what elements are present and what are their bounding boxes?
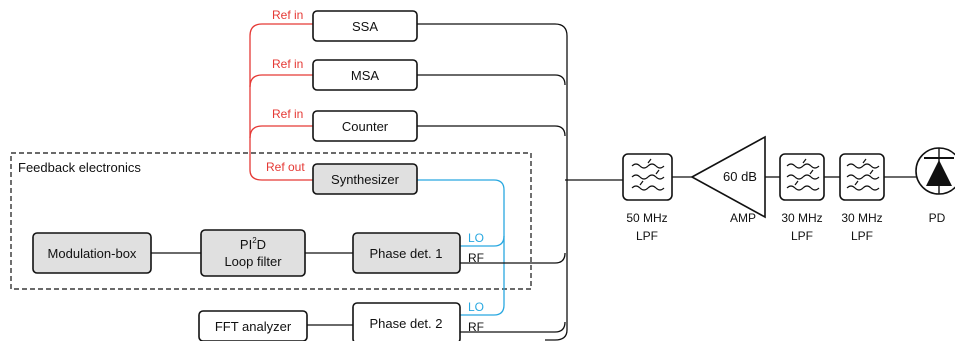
lpf-50mhz-block xyxy=(622,153,673,201)
fft-analyzer-label: FFT analyzer xyxy=(215,319,292,334)
ref-in-counter-label: Ref in xyxy=(272,107,303,121)
lowpass-filter-icon xyxy=(786,158,820,191)
amp-label: AMP xyxy=(730,211,756,225)
lpf-50mhz-label-1: 50 MHz xyxy=(626,211,667,225)
lpf-30mhz-b-label-2: LPF xyxy=(851,229,873,243)
loop-filter-title: PI2D xyxy=(240,236,266,252)
ref-out-label: Ref out xyxy=(266,160,305,174)
lo-1-label: LO xyxy=(468,231,484,245)
fft-analyzer-block: FFT analyzer xyxy=(198,310,308,341)
loop-filter-block: PI2D Loop filter xyxy=(200,229,306,277)
counter-block: Counter xyxy=(312,110,418,142)
ref-in-msa-label: Ref in xyxy=(272,57,303,71)
modulation-box-label: Modulation-box xyxy=(48,246,137,261)
lo-lines xyxy=(417,179,505,316)
counter-label: Counter xyxy=(342,119,389,134)
photodiode-icon xyxy=(924,148,954,194)
lo-2-label: LO xyxy=(468,300,484,314)
lpf-30mhz-a-label-2: LPF xyxy=(791,229,813,243)
ref-in-ssa-label: Ref in xyxy=(272,8,303,22)
loop-filter-subtitle: Loop filter xyxy=(224,254,282,269)
amplifier-block: 60 dB xyxy=(690,135,766,219)
amp-gain-label: 60 dB xyxy=(723,169,757,184)
feedback-electronics-title: Feedback electronics xyxy=(18,160,141,175)
msa-block: MSA xyxy=(312,59,418,91)
modulation-box-block: Modulation-box xyxy=(32,232,152,274)
lowpass-filter-icon xyxy=(631,158,665,191)
pd-label: PD xyxy=(929,211,946,225)
lpf-30mhz-b-block xyxy=(839,153,885,201)
reference-lines xyxy=(249,23,313,181)
lowpass-filter-icon xyxy=(846,158,880,191)
ssa-label: SSA xyxy=(352,19,378,34)
rf-1-label: RF xyxy=(468,251,484,265)
lpf-30mhz-b-label-1: 30 MHz xyxy=(841,211,882,225)
phase-det-2-block: Phase det. 2 xyxy=(352,302,461,341)
synthesizer-label: Synthesizer xyxy=(331,172,400,187)
ssa-block: SSA xyxy=(312,10,418,42)
amplifier-triangle-icon xyxy=(690,135,766,219)
feedback-electronics-group xyxy=(10,152,532,290)
rf-2-label: RF xyxy=(468,320,484,334)
signal-lines xyxy=(151,23,916,341)
lpf-50mhz-label-2: LPF xyxy=(636,229,658,243)
phase-det-1-block: Phase det. 1 xyxy=(352,232,461,274)
lpf-30mhz-a-block xyxy=(779,153,825,201)
msa-label: MSA xyxy=(351,68,380,83)
phase-det-1-label: Phase det. 1 xyxy=(370,246,443,261)
photodiode-block xyxy=(915,147,955,195)
synthesizer-block: Synthesizer xyxy=(312,163,418,195)
lpf-30mhz-a-label-1: 30 MHz xyxy=(781,211,822,225)
phase-det-2-label: Phase det. 2 xyxy=(370,316,443,331)
